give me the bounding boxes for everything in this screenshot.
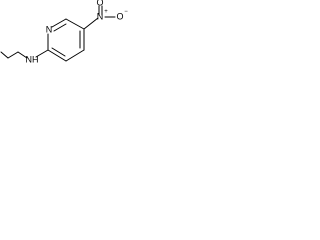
ring-bond-c3-c2-inner	[51, 47, 66, 57]
amine-label: NH	[26, 54, 39, 64]
nitro-plus-charge: +	[104, 9, 108, 15]
ring-bond-c3-c2	[47, 49, 67, 62]
molecule-structure: O N + O − N NH	[0, 0, 128, 64]
ring-bond-n1-c6-inner	[53, 23, 67, 32]
bond-nh-ca	[17, 51, 28, 59]
bond-cb-cc	[0, 51, 9, 59]
bond-ca-cb	[7, 51, 19, 59]
bond-c2-nh	[35, 49, 49, 58]
ring-bond-n1-c6	[51, 18, 67, 28]
ring-nitrogen-label: N	[46, 24, 53, 34]
nitro-nitrogen-label: N	[97, 11, 104, 21]
oxygen-minus-charge: −	[124, 9, 128, 15]
oxygen-right-label: O	[116, 11, 123, 21]
oxygen-top-label: O	[96, 0, 103, 7]
ring-bond-c6-c5	[65, 18, 85, 30]
bond-c5-nnitro	[83, 17, 99, 30]
ring-bond-c4-c3	[65, 49, 85, 62]
